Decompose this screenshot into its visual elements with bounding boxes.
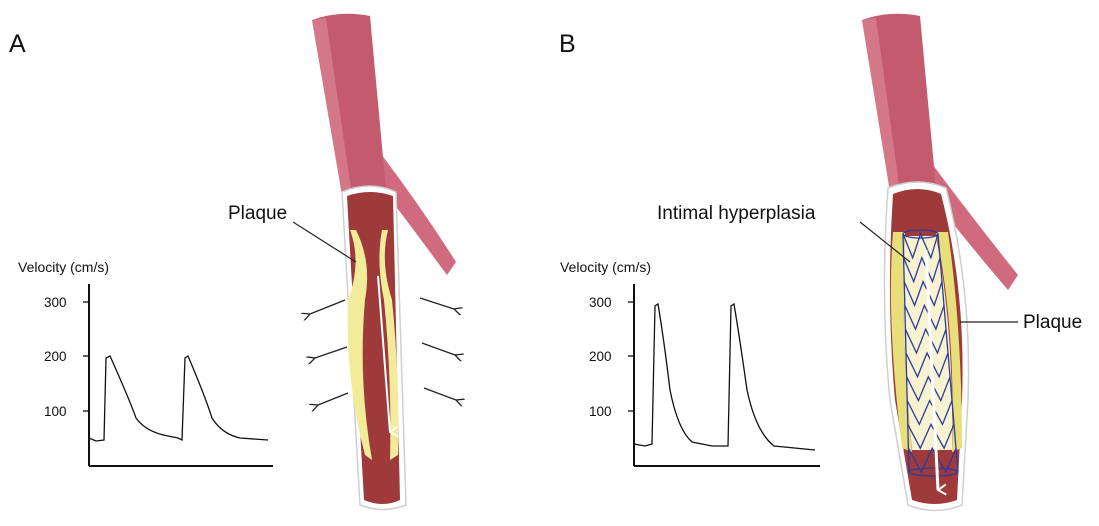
velocity-waveform-b [634, 304, 815, 450]
velocity-graph-b: Velocity (cm/s) 300 200 100 [560, 259, 820, 466]
plaque-label-a: Plaque [228, 203, 287, 224]
panel-a: A Plaque Velocity (cm/ [9, 14, 456, 510]
vessel-segment-a [342, 186, 406, 510]
y-tick-100-b: 100 [589, 404, 612, 419]
y-tick-100-a: 100 [44, 404, 67, 419]
panel-b-letter: B [559, 30, 576, 58]
y-tick-200-a: 200 [44, 349, 67, 364]
y-tick-200-b: 200 [589, 349, 612, 364]
panel-b: B Intimal hyperplasia Plaque Velocity (c… [559, 14, 1082, 511]
panel-a-letter: A [9, 30, 26, 58]
velocity-graph-a: Velocity (cm/s) 300 200 100 [18, 259, 273, 466]
intimal-hyperplasia-label: Intimal hyperplasia [657, 203, 816, 224]
y-tick-300-b: 300 [589, 295, 612, 310]
velocity-waveform-a [89, 356, 268, 441]
y-tick-300-a: 300 [44, 295, 67, 310]
velocity-title-b: Velocity (cm/s) [560, 259, 651, 275]
velocity-title-a: Velocity (cm/s) [18, 259, 109, 275]
plaque-label-b: Plaque [1023, 312, 1082, 333]
vessel-segment-b [884, 182, 968, 511]
